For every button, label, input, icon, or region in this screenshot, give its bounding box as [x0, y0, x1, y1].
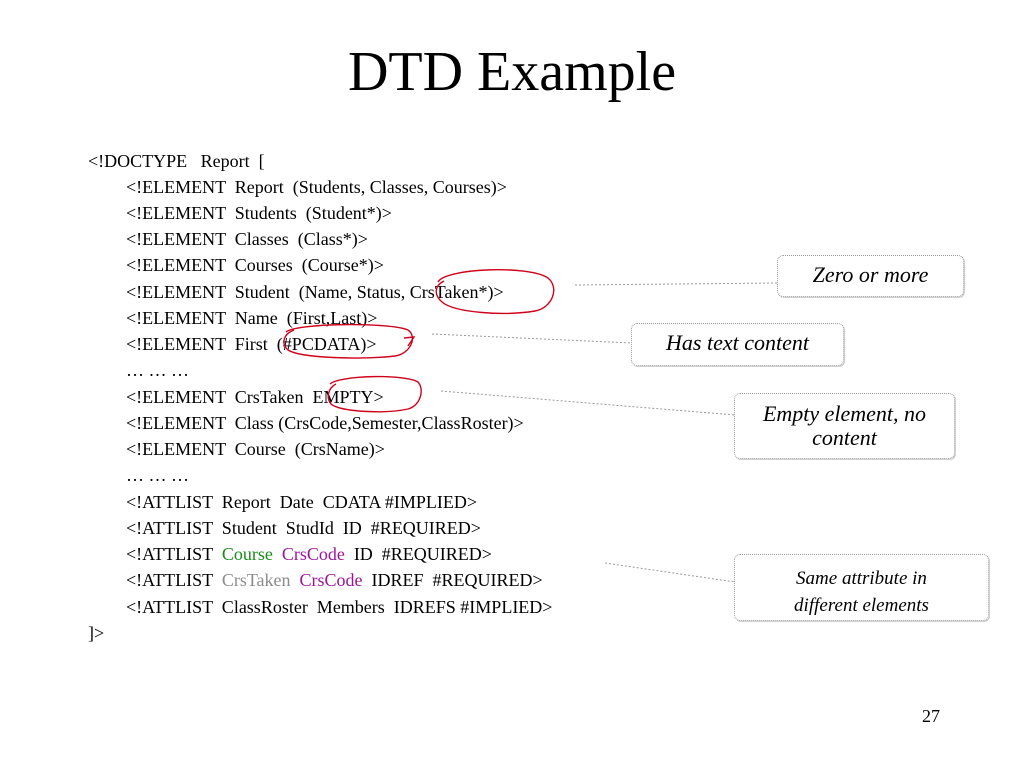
attlist-classroster-line: <!ATTLIST ClassRoster Members IDREFS #IM…	[126, 597, 553, 617]
doctype-open-line: <!DOCTYPE Report [	[88, 151, 265, 171]
connector-line	[431, 333, 633, 344]
element-report-line: <!ELEMENT Report (Students, Classes, Cou…	[126, 177, 507, 197]
element-courses-line: <!ELEMENT Courses (Course*)>	[126, 255, 384, 275]
callout-text: Zero or more	[812, 262, 929, 287]
callout-same-attribute: Same attribute in different elements	[734, 554, 989, 621]
attlist-crstaken-line: <!ATTLIST CrsTaken CrsCode IDREF #REQUIR…	[126, 569, 543, 591]
element-class-line: <!ELEMENT Class (CrsCode,Semester,ClassR…	[126, 413, 524, 433]
highlight-circle-crstaken	[435, 269, 555, 315]
crscode-attr-token: CrsCode	[281, 544, 345, 564]
slide-title: DTD Example	[347, 41, 677, 103]
attlist-rest: ID #REQUIRED>	[344, 544, 492, 564]
element-name-line: <!ELEMENT Name (First,Last)>	[126, 308, 378, 328]
attlist-report-line: <!ATTLIST Report Date CDATA #IMPLIED>	[126, 492, 477, 512]
element-student-line: <!ELEMENT Student (Name, Status, CrsTake…	[126, 282, 504, 302]
callout-text-line: Empty element, no	[762, 401, 927, 426]
attlist-rest: IDREF #REQUIRED>	[362, 570, 543, 590]
highlight-circle-empty	[327, 375, 422, 413]
highlight-circle-pcdata	[283, 323, 413, 359]
ellipsis-line: … … …	[126, 360, 189, 380]
connector-line	[604, 562, 736, 583]
attlist-student-line: <!ATTLIST Student StudId ID #REQUIRED>	[126, 518, 481, 538]
callout-text: Has text content	[666, 330, 809, 355]
attlist-keyword: <!ATTLIST	[126, 544, 222, 564]
element-course-line: <!ELEMENT Course (CrsName)>	[126, 439, 385, 459]
element-students-line: <!ELEMENT Students (Student*)>	[126, 203, 392, 223]
crstaken-element-token: CrsTaken	[221, 570, 291, 590]
doctype-close-line: ]>	[88, 623, 105, 643]
highlight-tick	[403, 336, 416, 347]
crscode-attr-token: CrsCode	[299, 570, 363, 590]
callout-zero-or-more: Zero or more	[777, 255, 964, 297]
callout-text-line: content	[812, 425, 877, 450]
attlist-keyword: <!ATTLIST	[126, 570, 222, 590]
course-element-token: Course	[221, 544, 273, 564]
element-first-line: <!ELEMENT First (#PCDATA)>	[126, 334, 377, 354]
callout-text-line: different elements	[794, 595, 929, 616]
callout-empty-element: Empty element, no content	[734, 393, 955, 459]
connector-line	[440, 390, 736, 416]
element-classes-line: <!ELEMENT Classes (Class*)>	[126, 229, 368, 249]
attlist-course-line: <!ATTLIST Course CrsCode ID #REQUIRED>	[126, 543, 492, 565]
page-number: 27	[922, 706, 940, 726]
ellipsis-line: … … …	[126, 465, 189, 485]
callout-text-line: Same attribute in	[796, 568, 927, 589]
callout-has-text-content: Has text content	[631, 323, 844, 366]
element-crstaken-line: <!ELEMENT CrsTaken EMPTY>	[126, 387, 384, 407]
connector-line	[574, 282, 779, 286]
